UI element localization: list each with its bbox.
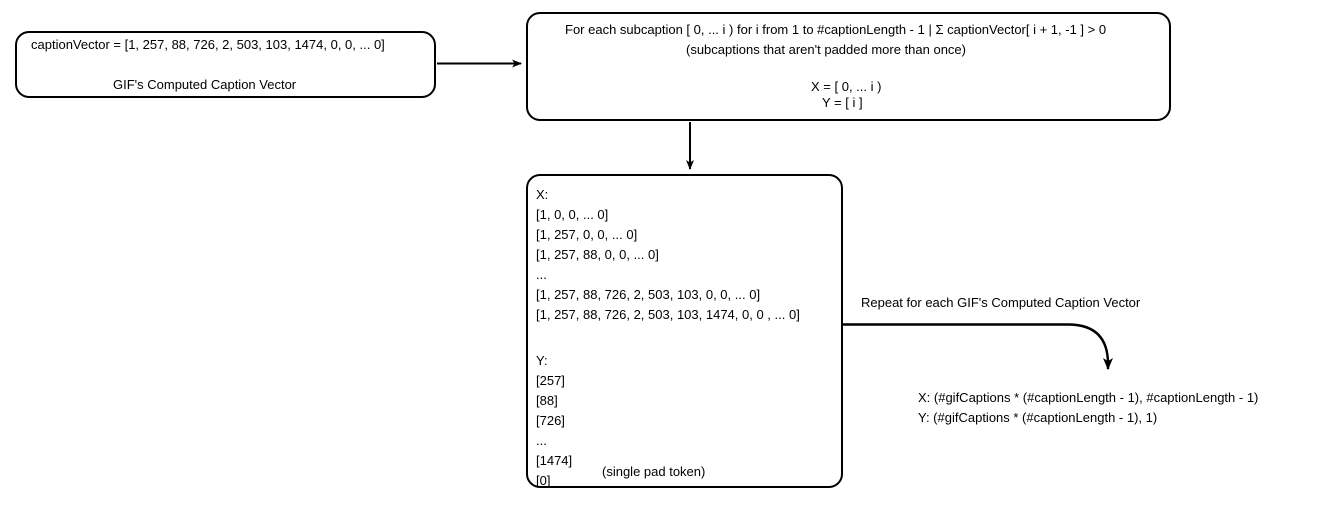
pad-token-note: (single pad token) xyxy=(602,464,706,479)
y-sample-line-2: [88] xyxy=(536,393,558,408)
arrow-samples-to-shapes xyxy=(843,323,1113,370)
x-samples-block: X: [1, 0, 0, ... 0] [1, 257, 0, 0, ... 0] [… xyxy=(536,185,800,325)
output-shape-line-0: X: (#gifCaptions * (#captionLength - 1),… xyxy=(918,390,1259,405)
subcaption-rule-line-2: (subcaptions that aren't padded more tha… xyxy=(686,42,966,57)
caption-vector-expression: captionVector = [1, 257, 88, 726, 2, 503… xyxy=(31,37,385,52)
x-sample-line-4: ... xyxy=(536,267,547,282)
x-sample-line-6: [1, 257, 88, 726, 2, 503, 103, 1474, 0, … xyxy=(536,307,800,322)
y-sample-line-1: [257] xyxy=(536,373,565,388)
x-sample-line-2: [1, 257, 0, 0, ... 0] xyxy=(536,227,638,242)
x-sample-line-1: [1, 0, 0, ... 0] xyxy=(536,207,609,222)
y-sample-line-6: [0] xyxy=(536,473,551,488)
y-sample-line-5: [1474] xyxy=(536,453,573,468)
y-sample-line-3: [726] xyxy=(536,413,565,428)
output-shape-line-1: Y: (#gifCaptions * (#captionLength - 1),… xyxy=(918,410,1158,425)
subcaption-rule-box xyxy=(526,12,1171,121)
subcaption-rule-y-definition: Y = [ i ] xyxy=(822,95,863,110)
caption-vector-box xyxy=(15,31,436,98)
xy-samples-box xyxy=(526,174,843,488)
x-sample-line-0: X: xyxy=(536,187,549,202)
repeat-annotation-label: Repeat for each GIF's Computed Caption V… xyxy=(861,295,1141,310)
y-sample-line-0: Y: xyxy=(536,353,548,368)
x-sample-line-3: [1, 257, 88, 0, 0, ... 0] xyxy=(536,247,659,262)
subcaption-rule-x-definition: X = [ 0, ... i ) xyxy=(811,79,882,94)
x-sample-line-5: [1, 257, 88, 726, 2, 503, 103, 0, 0, ...… xyxy=(536,287,761,302)
y-sample-line-4: ... xyxy=(536,433,547,448)
caption-vector-caption-label: GIF's Computed Caption Vector xyxy=(113,77,297,92)
output-shape-block: X: (#gifCaptions * (#captionLength - 1),… xyxy=(918,388,1258,428)
y-samples-block: Y: [257] [88] [726]... [1474] [0] xyxy=(536,351,572,491)
subcaption-rule-line-1: For each subcaption [ 0, ... i ) for i f… xyxy=(565,22,1107,37)
